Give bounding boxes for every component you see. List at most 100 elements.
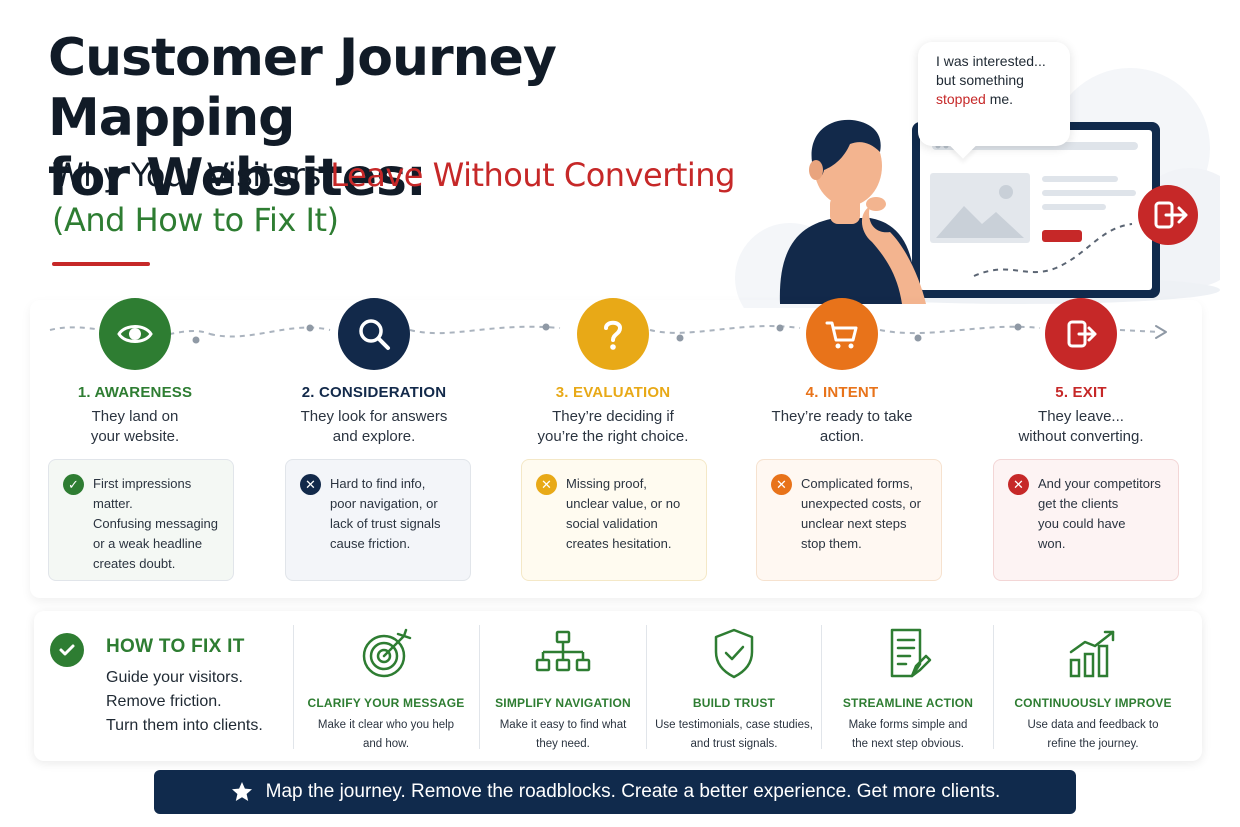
- stage-title: 4. INTENT: [805, 384, 879, 401]
- fix-item-desc-line-1: Make it easy to find what: [499, 719, 627, 731]
- card-line: Confusing messaging: [93, 516, 219, 531]
- x-circle-icon: ✕: [300, 474, 321, 495]
- cart-icon: [825, 321, 858, 349]
- fix-item-desc-line-1: Use testimonials, case studies,: [655, 719, 813, 731]
- check-circle-icon: [50, 633, 84, 667]
- fix-item-navigation: SIMPLIFY NAVIGATION Make it easy to find…: [486, 626, 640, 754]
- fix-item-desc-line-2: and how.: [362, 738, 410, 750]
- stage-desc-line-1: They’re deciding if: [552, 408, 674, 425]
- card-evaluation: ✕ Missing proof, unclear value, or no so…: [521, 459, 707, 581]
- fix-item-desc-line-2: they need.: [536, 738, 590, 750]
- target-icon: [362, 628, 412, 678]
- card-line: lack of trust signals: [330, 516, 441, 531]
- stage-awareness: 1. AWARENESS They land on your website.: [35, 298, 235, 447]
- question-icon: [604, 320, 623, 350]
- stage-desc-line-1: They land on: [91, 408, 179, 425]
- stage-desc: They land on your website.: [35, 407, 235, 447]
- stage-title: 3. EVALUATION: [555, 384, 671, 401]
- stage-circle-exit: [1045, 298, 1117, 370]
- card-line: First impressions: [93, 476, 192, 491]
- fix-panel: [34, 611, 1202, 761]
- hero-scene-graphic: [735, 68, 1240, 333]
- stage-title: 1. AWARENESS: [77, 384, 193, 401]
- x-circle-icon: ✕: [1008, 474, 1029, 495]
- card-line: or a weak headline: [93, 536, 203, 551]
- fix-item-streamline: STREAMLINE ACTION Make forms simple and t…: [826, 626, 990, 754]
- bubble-tail: me.: [985, 91, 1014, 107]
- form-icon: [890, 628, 932, 678]
- title-underline: [52, 262, 150, 266]
- card-line: matter.: [93, 496, 133, 511]
- stage-circle-awareness: [99, 298, 171, 370]
- divider: [293, 625, 294, 749]
- card-consideration: ✕ Hard to find info, poor navigation, or…: [285, 459, 471, 581]
- title-line-2: for Websites:: [48, 148, 427, 208]
- card-line: Complicated forms,: [801, 476, 913, 491]
- divider: [646, 625, 647, 749]
- stage-desc-line-2: action.: [819, 428, 865, 445]
- stage-desc: They’re ready to take action.: [742, 407, 942, 447]
- divider: [993, 625, 994, 749]
- speech-bubble: I was interested... but something stoppe…: [918, 42, 1070, 146]
- subtitle-part-1: Why Your Visitors: [52, 156, 331, 194]
- card-line: stop them.: [801, 536, 862, 551]
- bubble-highlight: stopped: [936, 91, 986, 107]
- fix-item-trust: BUILD TRUST Use testimonials, case studi…: [650, 626, 818, 754]
- fix-item-title: SIMPLIFY NAVIGATION: [495, 696, 631, 710]
- card-line: And your competitors: [1038, 476, 1161, 491]
- card-intent: ✕ Complicated forms, unexpected costs, o…: [756, 459, 942, 581]
- stage-desc-line-1: They’re ready to take: [771, 408, 913, 425]
- stage-desc-line-2: your website.: [90, 428, 180, 445]
- star-icon: [230, 780, 254, 804]
- fix-item-title: STREAMLINE ACTION: [842, 696, 974, 710]
- fix-item-desc-line-2: the next step obvious.: [852, 738, 964, 750]
- shield-check-icon: [714, 628, 754, 679]
- card-line: unclear value, or no: [566, 496, 681, 511]
- card-line: unclear next steps: [801, 516, 907, 531]
- magnifier-icon: [359, 319, 390, 350]
- stage-intent: 4. INTENT They’re ready to take action.: [742, 298, 942, 447]
- stage-exit: 5. EXIT They leave...without converting.: [981, 298, 1181, 447]
- card-line: unexpected costs, or: [801, 496, 921, 511]
- card-line: get the clients: [1038, 496, 1119, 511]
- title-line-1: Customer Journey Mapping: [48, 28, 557, 148]
- fix-item-desc: Use testimonials, case studies,and trust…: [650, 716, 818, 754]
- card-awareness: ✓ First impressions matter. Confusing me…: [48, 459, 234, 581]
- subtitle-line-2: (And How to Fix It): [52, 201, 339, 239]
- stage-circle-consideration: [338, 298, 410, 370]
- banner-text: Map the journey. Remove the roadblocks. …: [265, 781, 1001, 802]
- divider: [479, 625, 480, 749]
- fix-item-title: CLARIFY YOUR MESSAGE: [307, 696, 465, 710]
- fix-title: HOW TO FIX IT: [106, 636, 245, 657]
- card-exit: ✕ And your competitors get the clients y…: [993, 459, 1179, 581]
- fix-item-title: BUILD TRUST: [692, 696, 776, 710]
- stage-circle-evaluation: [577, 298, 649, 370]
- card-line: Missing proof,: [566, 476, 647, 491]
- fix-item-desc-line-1: Make forms simple and: [848, 719, 968, 731]
- bubble-line-1: I was interested...: [936, 53, 1046, 69]
- card-line: cause friction.: [330, 536, 411, 551]
- exit-icon: [1067, 320, 1097, 348]
- card-line: social validation: [566, 516, 658, 531]
- hero-illustration: I was interested... but something stoppe…: [720, 28, 1240, 333]
- bubble-line-3: stopped me.: [936, 90, 1056, 109]
- fix-line: Remove friction.: [106, 693, 222, 710]
- stage-desc-line-2: without converting.: [1018, 428, 1144, 445]
- sitemap-icon: [535, 630, 591, 672]
- fix-item-desc: Make forms simple and the next step obvio…: [826, 716, 990, 754]
- card-line: poor navigation, or: [330, 496, 438, 511]
- card-line: creates doubt.: [93, 556, 176, 571]
- bottom-banner: Map the journey. Remove the roadblocks. …: [154, 770, 1076, 814]
- stage-desc-line-2: and explore.: [332, 428, 416, 445]
- stage-circle-intent: [806, 298, 878, 370]
- subtitle-highlight: Leave Without Converting: [330, 156, 735, 194]
- x-circle-icon: ✕: [536, 474, 557, 495]
- subtitle: Why Your Visitors Leave Without Converti…: [52, 154, 735, 196]
- fix-item-title: CONTINUOUSLY IMPROVE: [1014, 696, 1172, 710]
